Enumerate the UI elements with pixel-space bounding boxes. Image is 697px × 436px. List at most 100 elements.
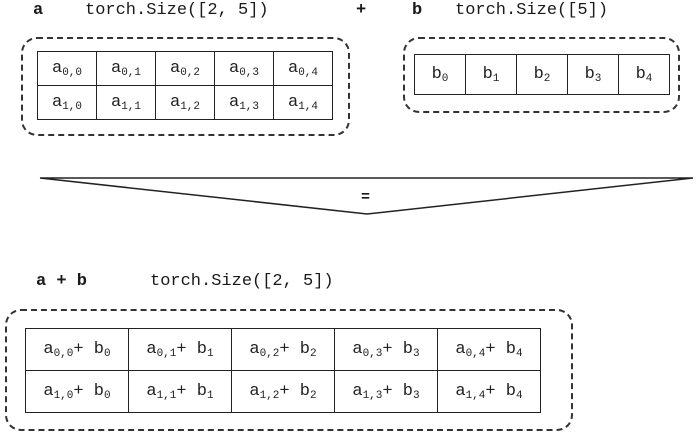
cell-symbol: a: [228, 92, 240, 112]
tensor-b-cell: b1: [465, 54, 517, 95]
cell-index: 1,3: [362, 389, 383, 402]
cell-index: 1,2: [180, 100, 200, 113]
cell-index: 0,3: [362, 347, 383, 360]
cell-index: 0,0: [62, 66, 82, 79]
cell-symbol: + b: [176, 381, 207, 401]
cell-index: 1,3: [239, 100, 259, 113]
cell-symbol: a: [43, 381, 54, 401]
cell-index: 1,4: [465, 389, 486, 402]
tensor-b-cell: b4: [618, 54, 670, 95]
result-cell: a0,0+ b0: [25, 328, 129, 371]
cell-index: 2: [543, 72, 551, 85]
result-name: a + b: [36, 272, 88, 291]
result-cell: a1,1+ b1: [128, 370, 232, 413]
cell-symbol: b: [584, 64, 595, 84]
cell-symbol: a: [287, 92, 299, 112]
cell-index: 0,4: [465, 347, 486, 360]
cell-index: 0,4: [298, 66, 318, 79]
cell-index: 0,2: [259, 347, 280, 360]
tensor-a-cell: a0,2: [155, 51, 215, 86]
cell-index: 1: [492, 72, 500, 85]
tensor-a-cell: a0,0: [37, 51, 97, 86]
cell-symbol: + b: [382, 381, 413, 401]
cell-symbol: + b: [485, 381, 516, 401]
cell-symbol: a: [146, 339, 157, 359]
tensor-b-shape: torch.Size([5]): [455, 1, 609, 20]
cell-index: 1,0: [62, 100, 82, 113]
tensor-b-name: b: [412, 1, 423, 20]
tensor-a-name: a: [33, 1, 44, 20]
cell-symbol: a: [249, 339, 260, 359]
cell-symbol: a: [110, 58, 122, 78]
cell-index: 3: [413, 389, 420, 402]
cell-symbol: b: [533, 64, 544, 84]
result-frame: [5, 309, 573, 431]
tensor-a-cell: a0,3: [214, 51, 274, 86]
cell-symbol: a: [249, 381, 260, 401]
cell-index: 1,2: [259, 389, 280, 402]
cell-index: 3: [594, 72, 602, 85]
result-cell: a1,3+ b3: [334, 370, 438, 413]
cell-symbol: + b: [73, 339, 104, 359]
cell-index: 2: [310, 389, 317, 402]
result-cell: a1,4+ b4: [437, 370, 541, 413]
result-shape: torch.Size([2, 5]): [150, 272, 334, 291]
cell-symbol: + b: [279, 381, 310, 401]
tensor-a-cell: a1,1: [96, 85, 156, 120]
cell-symbol: a: [352, 339, 363, 359]
cell-symbol: + b: [73, 381, 104, 401]
cell-symbol: + b: [176, 339, 207, 359]
tensor-a-cell: a1,4: [273, 85, 333, 120]
plus-operator: +: [356, 1, 367, 20]
cell-symbol: a: [352, 381, 363, 401]
cell-symbol: b: [635, 64, 646, 84]
tensor-a-cell: a1,2: [155, 85, 215, 120]
cell-symbol: a: [43, 339, 54, 359]
cell-symbol: b: [431, 64, 442, 84]
cell-symbol: + b: [279, 339, 310, 359]
cell-index: 0,0: [53, 347, 74, 360]
cell-symbol: b: [482, 64, 493, 84]
cell-index: 4: [645, 72, 653, 85]
cell-index: 1,4: [298, 100, 318, 113]
tensor-a-cell: a0,1: [96, 51, 156, 86]
cell-index: 0,3: [239, 66, 259, 79]
cell-index: 0: [104, 347, 111, 360]
cell-symbol: a: [455, 339, 466, 359]
tensor-a-cell: a0,4: [273, 51, 333, 86]
cell-index: 0,1: [121, 66, 141, 79]
cell-symbol: a: [169, 92, 181, 112]
tensor-a-frame: [21, 37, 350, 136]
cell-index: 0,1: [156, 347, 177, 360]
tensor-a-shape: torch.Size([2, 5]): [85, 1, 269, 20]
result-cell: a0,1+ b1: [128, 328, 232, 371]
cell-symbol: a: [169, 58, 181, 78]
cell-index: 4: [516, 347, 523, 360]
cell-symbol: + b: [485, 339, 516, 359]
cell-symbol: a: [51, 58, 63, 78]
result-cell: a1,2+ b2: [231, 370, 335, 413]
cell-index: 2: [310, 347, 317, 360]
cell-index: 1,1: [156, 389, 177, 402]
cell-index: 1,0: [53, 389, 74, 402]
result-cell: a0,2+ b2: [231, 328, 335, 371]
cell-symbol: a: [287, 58, 299, 78]
cell-index: 3: [413, 347, 420, 360]
cell-symbol: + b: [382, 339, 413, 359]
cell-symbol: a: [110, 92, 122, 112]
cell-index: 0: [441, 72, 449, 85]
cell-index: 0,2: [180, 66, 200, 79]
cell-index: 1: [207, 347, 214, 360]
tensor-a-cell: a1,0: [37, 85, 97, 120]
tensor-b-frame: [403, 37, 680, 113]
tensor-b-cell: b2: [516, 54, 568, 95]
cell-index: 1,1: [121, 100, 141, 113]
